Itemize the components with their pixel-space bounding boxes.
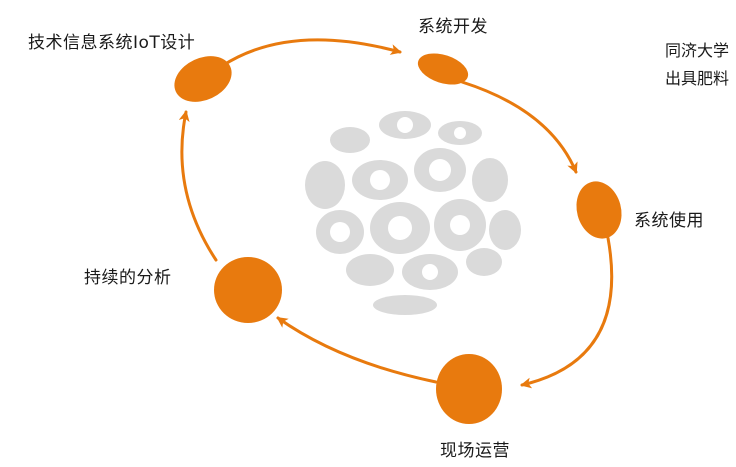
arrow-operation-to-analysis — [276, 316, 438, 384]
node-field-operation — [436, 354, 502, 424]
side-text-line-2: 出具肥料 — [665, 69, 730, 88]
side-text-line-1: 同济大学 — [665, 41, 730, 60]
arrow-usage-to-operation — [520, 236, 614, 389]
label-system-usage: 系统使用 — [634, 211, 704, 231]
arrow-design-to-development — [220, 38, 402, 68]
cycle-arrows — [178, 38, 614, 389]
node-iot-design — [174, 56, 232, 102]
stage-nodes — [174, 53, 622, 424]
node-system-usage — [576, 181, 622, 239]
arrow-analysis-to-design — [178, 110, 218, 262]
label-iot-design: 技术信息系统IoT设计 — [28, 33, 196, 53]
node-continuous-analysis — [214, 257, 282, 323]
node-system-development — [417, 53, 469, 85]
label-field-operation: 现场运营 — [440, 441, 510, 461]
label-system-development: 系统开发 — [418, 17, 488, 37]
label-continuous-analysis: 持续的分析 — [84, 268, 172, 288]
arrow-development-to-usage — [460, 80, 578, 174]
watermark-globe — [305, 111, 521, 315]
